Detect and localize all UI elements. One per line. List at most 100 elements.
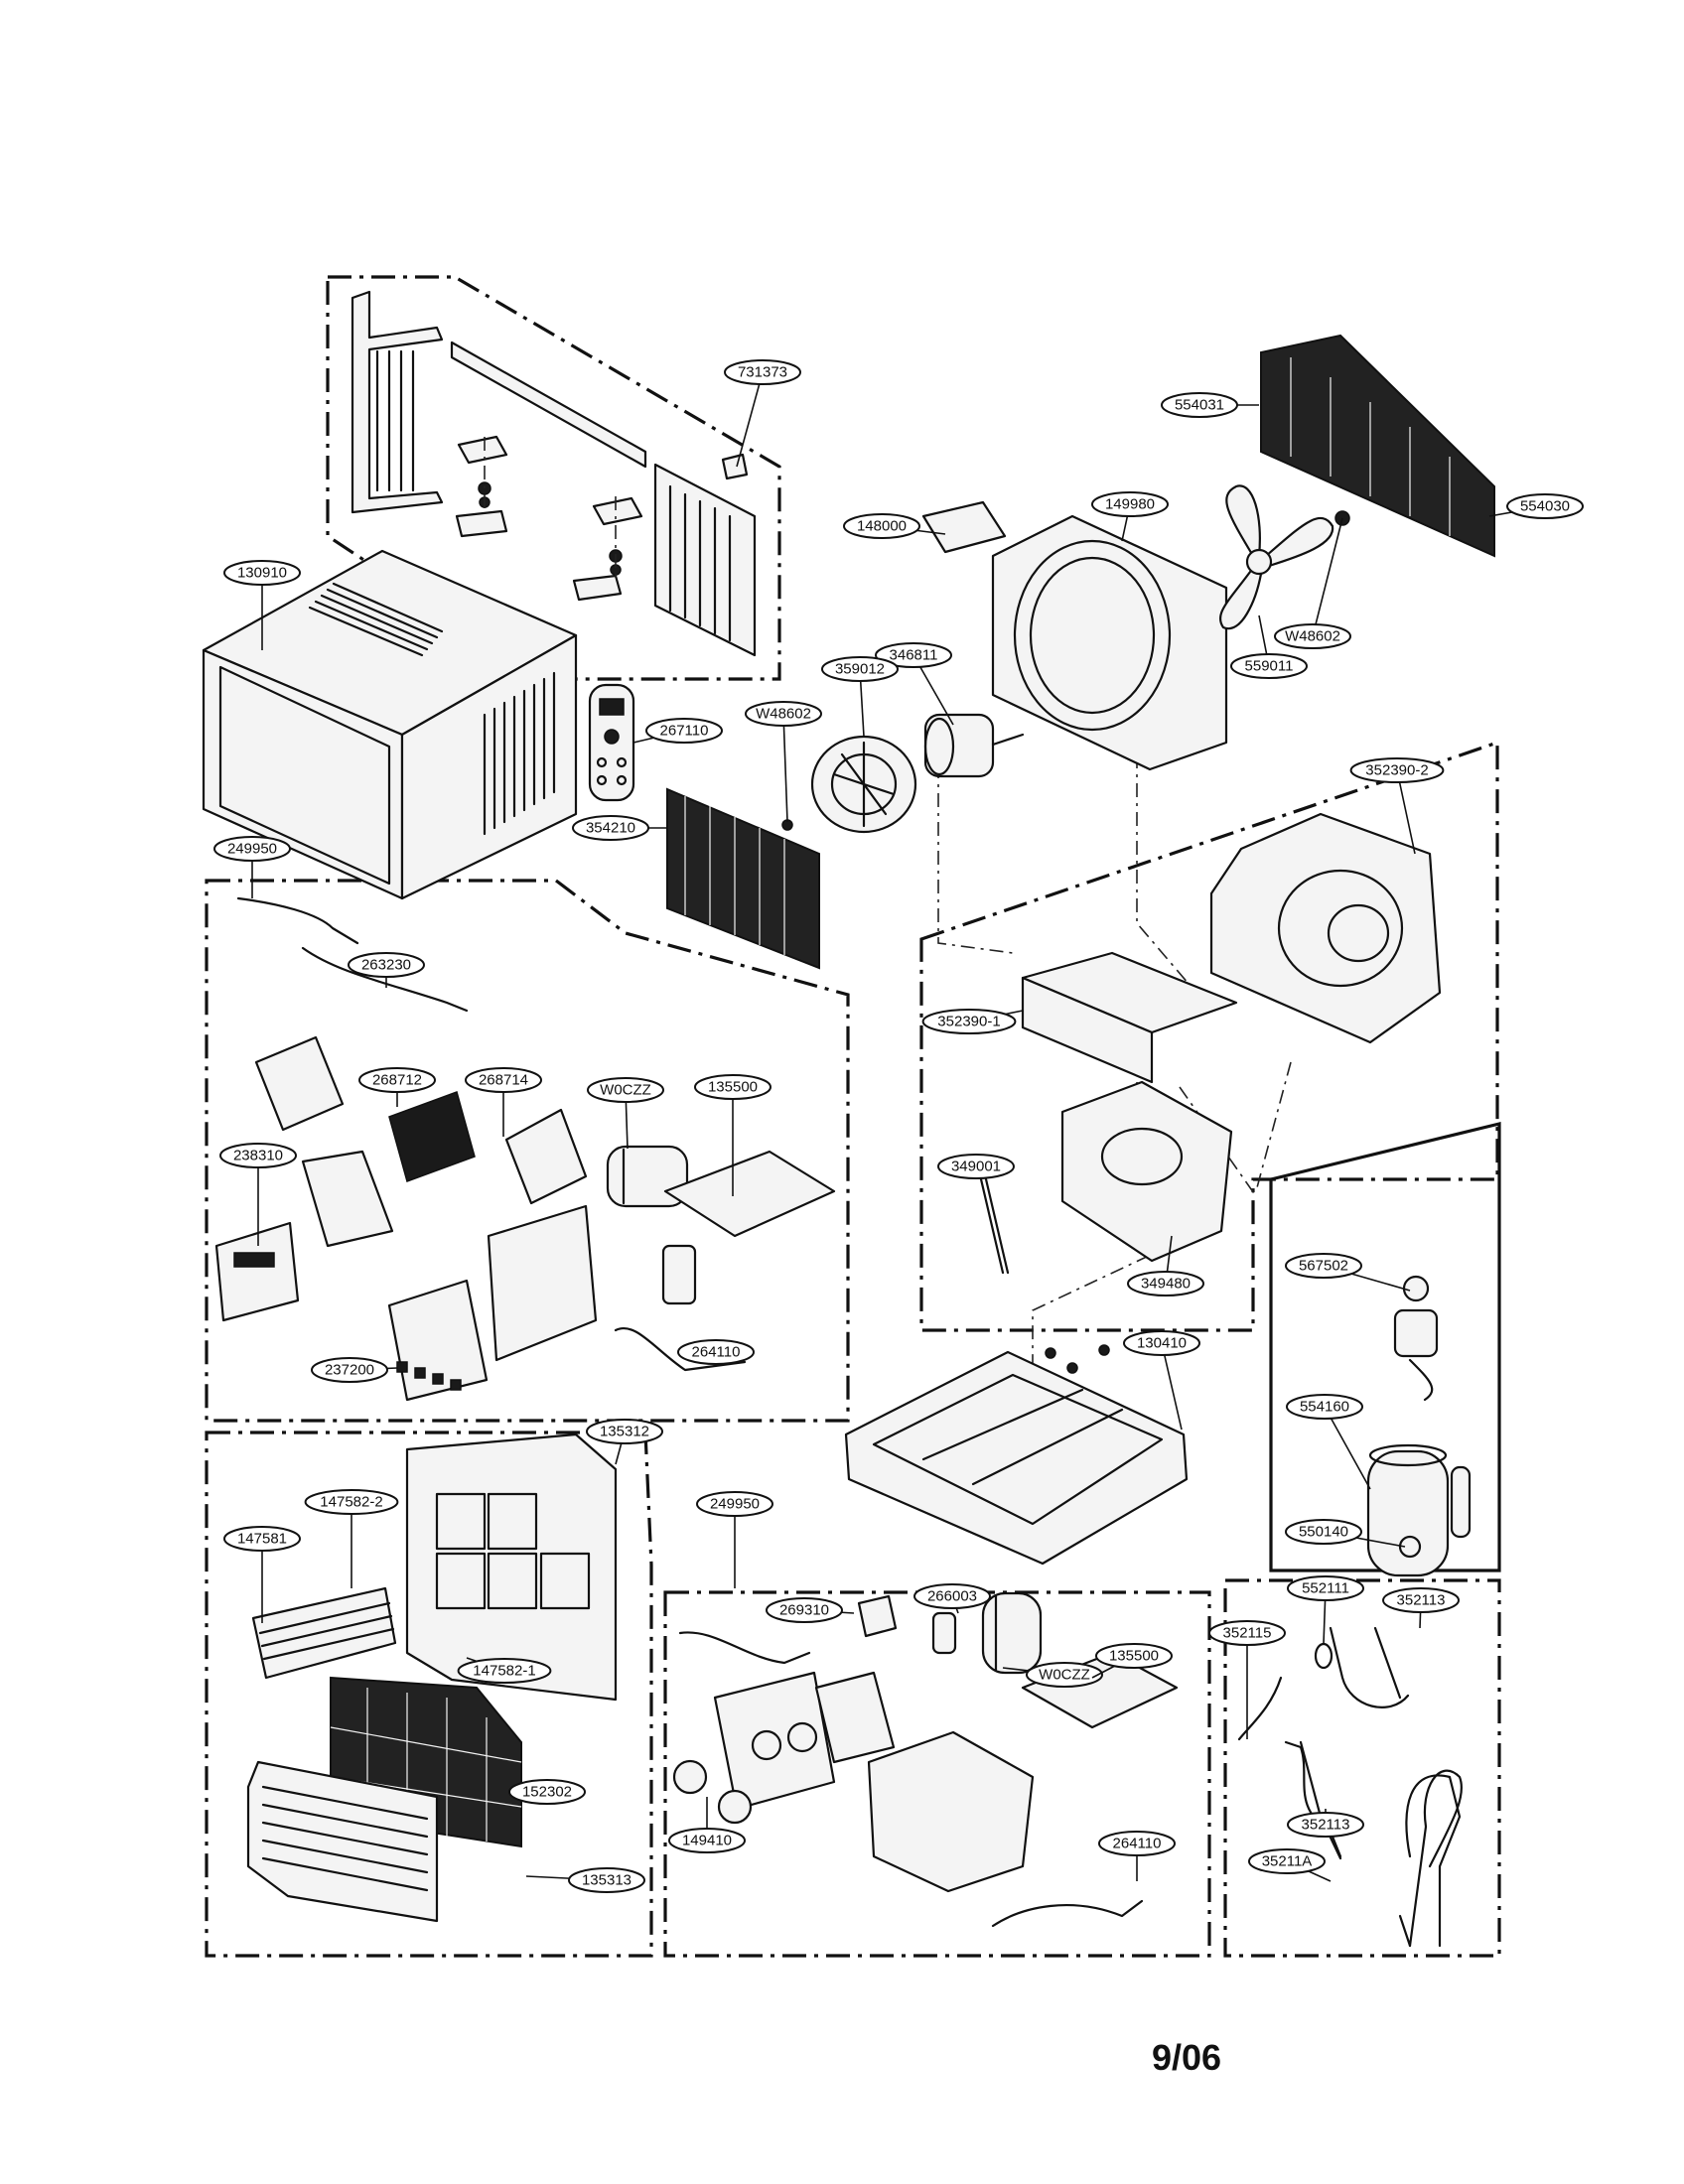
part-callout: 352390-1 [921, 1009, 1024, 1034]
callout-oval [937, 1154, 1015, 1179]
part-callout: 135312 [586, 1419, 663, 1465]
condenser-coil [1260, 334, 1495, 558]
part-number-label: 266003 [927, 1588, 977, 1605]
part-callout: 349001 [937, 1154, 1015, 1179]
part-number-label: 130410 [1137, 1335, 1187, 1352]
callout-oval [694, 1074, 772, 1100]
front-grille-windows [435, 1492, 591, 1610]
part-callout: 268712 [358, 1067, 436, 1107]
callout-oval [1382, 1587, 1460, 1613]
part-number-label: 135312 [600, 1424, 649, 1440]
part-callout: 135500 [694, 1074, 772, 1196]
refrigerant-tubes [1237, 1626, 1464, 1948]
part-callout: 249950 [213, 836, 291, 898]
callout-oval [1127, 1271, 1204, 1297]
part-number-label: 554160 [1300, 1399, 1349, 1416]
callout-leader [1312, 517, 1343, 637]
part-number-label: 731373 [738, 364, 787, 381]
callout-oval [465, 1067, 542, 1093]
callout-oval [1349, 757, 1445, 783]
part-number-label: 148000 [857, 518, 907, 535]
callout-oval [696, 1491, 773, 1517]
callout-oval [1285, 1519, 1362, 1545]
part-number-label: 567502 [1299, 1258, 1348, 1275]
part-number-label: W0CZZ [1039, 1667, 1090, 1684]
part-callout: 147582-2 [304, 1489, 399, 1588]
callout-oval [457, 1658, 552, 1684]
cabinet-top-vents [308, 582, 444, 657]
part-number-label: 552111 [1302, 1580, 1349, 1597]
callout-oval [572, 815, 649, 841]
callout-oval [645, 718, 723, 744]
part-callout: 554031 [1161, 392, 1259, 418]
callout-oval [1026, 1662, 1103, 1688]
compressor [1366, 1275, 1472, 1577]
callout-oval [1208, 1620, 1286, 1646]
callout-oval [568, 1867, 645, 1893]
callout-oval [1091, 491, 1169, 517]
part-number-label: 238310 [233, 1148, 283, 1164]
callout-oval [1285, 1253, 1362, 1279]
callout-oval [1123, 1330, 1200, 1356]
callout-oval [586, 1419, 663, 1444]
part-number-label: 267110 [660, 723, 709, 740]
shroud-and-pan [921, 500, 1228, 771]
part-number-label: 147582-2 [320, 1494, 382, 1511]
part-number-label: 149410 [682, 1833, 732, 1849]
part-number-label: 554031 [1175, 397, 1224, 414]
part-number-label: 249950 [227, 841, 277, 858]
base-pan [844, 1344, 1189, 1566]
part-number-label: 354210 [586, 820, 635, 837]
part-callout: W0CZZ [587, 1077, 664, 1150]
mechanical-controls [672, 1591, 1179, 1928]
part-callout: 552111 [1287, 1575, 1364, 1645]
part-callout: 147581 [223, 1526, 301, 1623]
part-callout: 130910 [223, 560, 301, 650]
callout-oval [223, 1526, 301, 1552]
part-number-label: 264110 [692, 1344, 741, 1361]
grille-lines [261, 1785, 429, 1892]
callout-oval [1161, 392, 1238, 418]
part-callout: 149980 [1091, 491, 1169, 542]
part-callout: 550140 [1285, 1519, 1406, 1548]
curtain-louvers-left [375, 349, 415, 492]
part-callout: 149410 [668, 1797, 746, 1853]
motor-and-blower [781, 713, 1025, 834]
callout-oval [668, 1828, 746, 1853]
part-callout: 264110 [677, 1339, 755, 1365]
part-callout: 354210 [572, 815, 667, 841]
part-callout: 266003 [913, 1583, 991, 1614]
part-number-label: W48602 [1285, 628, 1340, 645]
part-callout: 152302 [508, 1779, 586, 1805]
callout-leader [782, 713, 788, 823]
part-number-label: 352390-2 [1365, 762, 1428, 779]
callout-leader [736, 371, 764, 468]
part-number-label: 352390-1 [937, 1014, 1000, 1030]
part-callout: 130410 [1123, 1330, 1200, 1431]
part-number-label: 268714 [479, 1072, 528, 1089]
curtain-louvers-right [668, 484, 732, 642]
part-callout: 349480 [1127, 1235, 1204, 1297]
part-number-label: 237200 [325, 1362, 374, 1379]
callout-oval [219, 1143, 297, 1168]
part-number-label: 147581 [237, 1531, 287, 1548]
callout-oval [875, 642, 952, 668]
callout-oval [1230, 653, 1308, 679]
part-callout: 35211A [1248, 1848, 1332, 1882]
part-callout: 346811 [875, 642, 954, 726]
part-callout: 268714 [465, 1067, 542, 1137]
part-callout: 249950 [696, 1491, 773, 1588]
callout-oval [1274, 623, 1351, 649]
part-callout: 237200 [311, 1357, 398, 1383]
part-number-label: 149980 [1105, 496, 1155, 513]
part-callout: 148000 [843, 513, 946, 539]
louver-slats [258, 1601, 395, 1661]
callout-oval [745, 701, 822, 727]
callout-oval [921, 1009, 1017, 1034]
part-callout: 352390-2 [1349, 757, 1445, 855]
callout-oval [1506, 493, 1584, 519]
part-number-label: 349480 [1141, 1276, 1191, 1293]
footer-date: 9/06 [1152, 2037, 1222, 2078]
part-number-label: W48602 [756, 706, 811, 723]
